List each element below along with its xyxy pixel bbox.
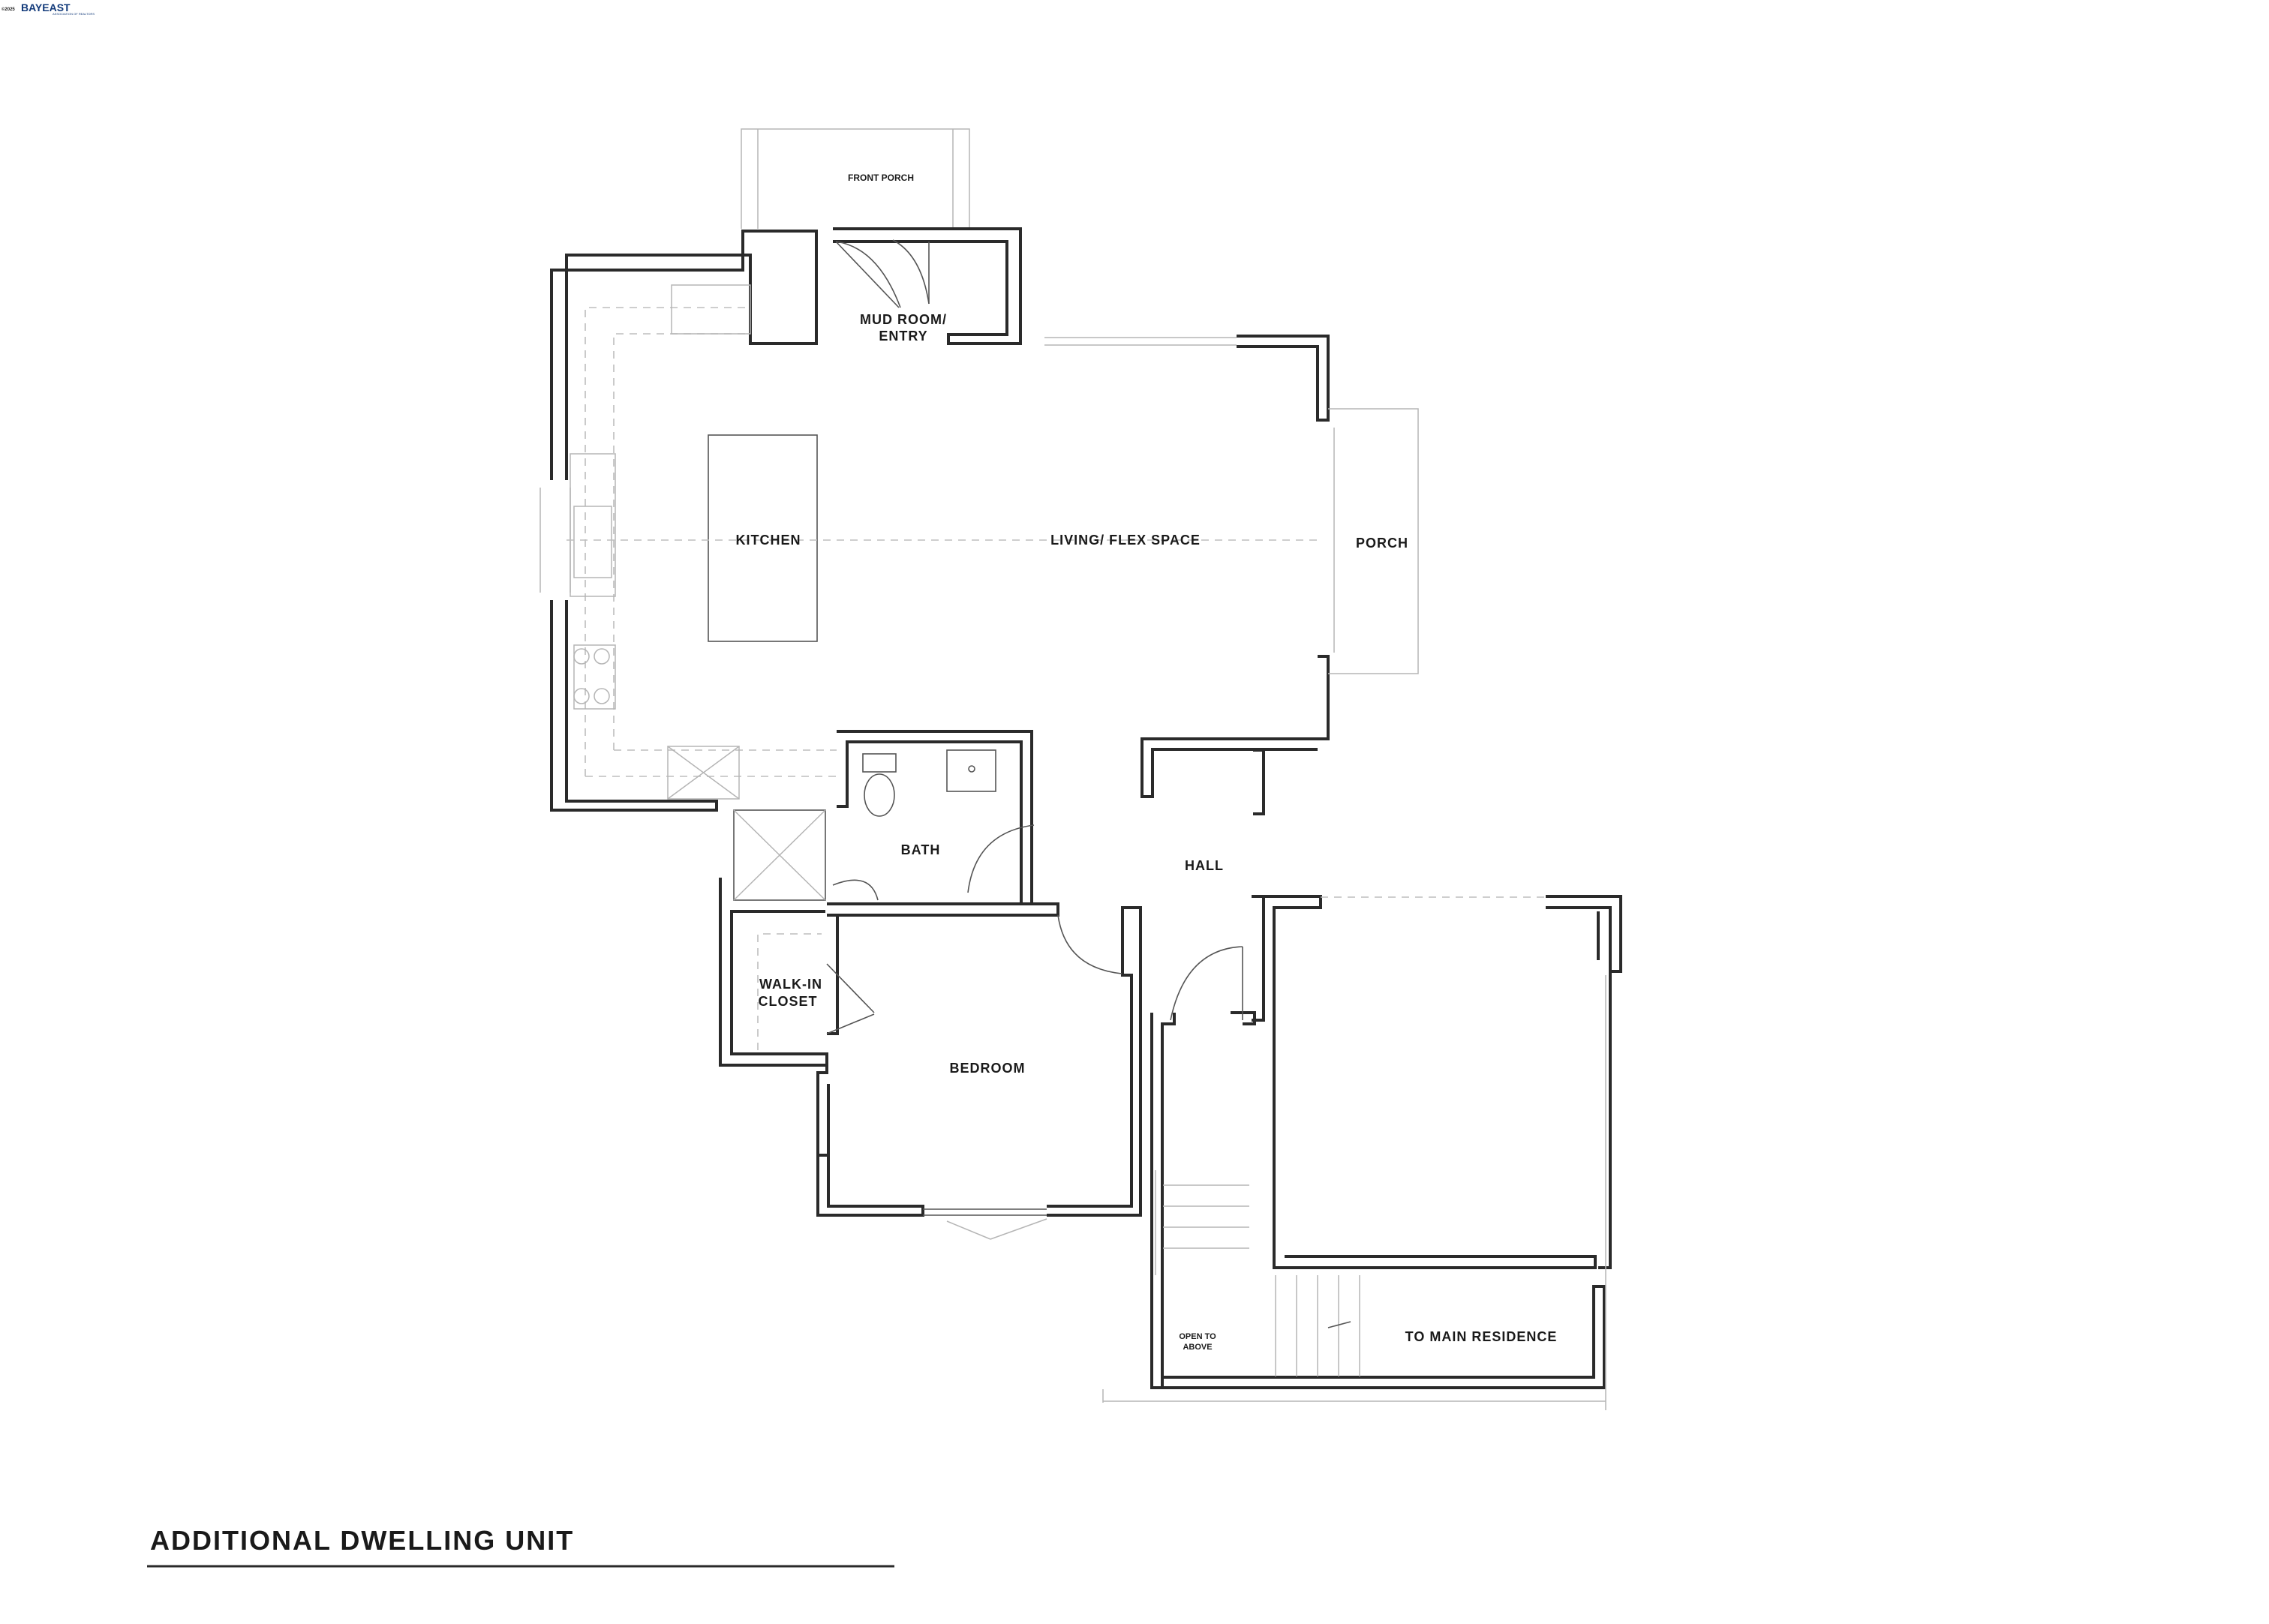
- label-bath: BATH: [901, 842, 941, 857]
- top-windows: [1044, 337, 1237, 346]
- bedroom-doors: [1057, 914, 1243, 1021]
- stairs: [1155, 1170, 1360, 1376]
- kitchen-island: [708, 434, 818, 642]
- mud-room-door: [835, 239, 930, 308]
- label-front-porch: FRONT PORCH: [848, 173, 914, 183]
- brand-watermark: ©2025 BAYEAST ASSOCIATION OF REALTORS: [2, 2, 95, 16]
- label-mud-room-2: ENTRY: [879, 329, 927, 344]
- bedroom-window: [923, 1208, 1047, 1240]
- label-to-main-residence: TO MAIN RESIDENCE: [1405, 1329, 1558, 1344]
- label-living: LIVING/ FLEX SPACE: [1050, 533, 1201, 548]
- watermark-year: ©2025: [2, 7, 15, 12]
- drawing-title: ADDITIONAL DWELLING UNIT: [147, 1525, 894, 1568]
- label-mud-room-1: MUD ROOM/: [860, 312, 947, 327]
- closet-door: [757, 933, 875, 1050]
- front-porch: [741, 128, 970, 229]
- label-hall: HALL: [1185, 858, 1224, 873]
- label-bedroom: BEDROOM: [950, 1061, 1026, 1076]
- label-open-to-above-2: ABOVE: [1183, 1343, 1212, 1352]
- label-walk-in-1: WALK-IN: [759, 977, 822, 992]
- page-title: ADDITIONAL DWELLING UNIT: [150, 1525, 574, 1556]
- label-kitchen: KITCHEN: [736, 533, 801, 548]
- watermark-tagline: ASSOCIATION OF REALTORS: [53, 12, 95, 16]
- kitchen-counters: [570, 284, 837, 800]
- watermark-brand: BAYEAST: [21, 2, 71, 14]
- label-open-to-above-1: OPEN TO: [1179, 1332, 1216, 1341]
- garage-outline: [1321, 896, 1606, 1410]
- label-walk-in-2: CLOSET: [758, 994, 817, 1009]
- exterior-walls: [539, 227, 1622, 1403]
- bath-fixtures: [733, 749, 1035, 901]
- label-porch: PORCH: [1356, 536, 1408, 551]
- room-labels: FRONT PORCH MUD ROOM/ ENTRY KITCHEN LIVI…: [736, 173, 1558, 1352]
- side-porch: [1328, 408, 1419, 674]
